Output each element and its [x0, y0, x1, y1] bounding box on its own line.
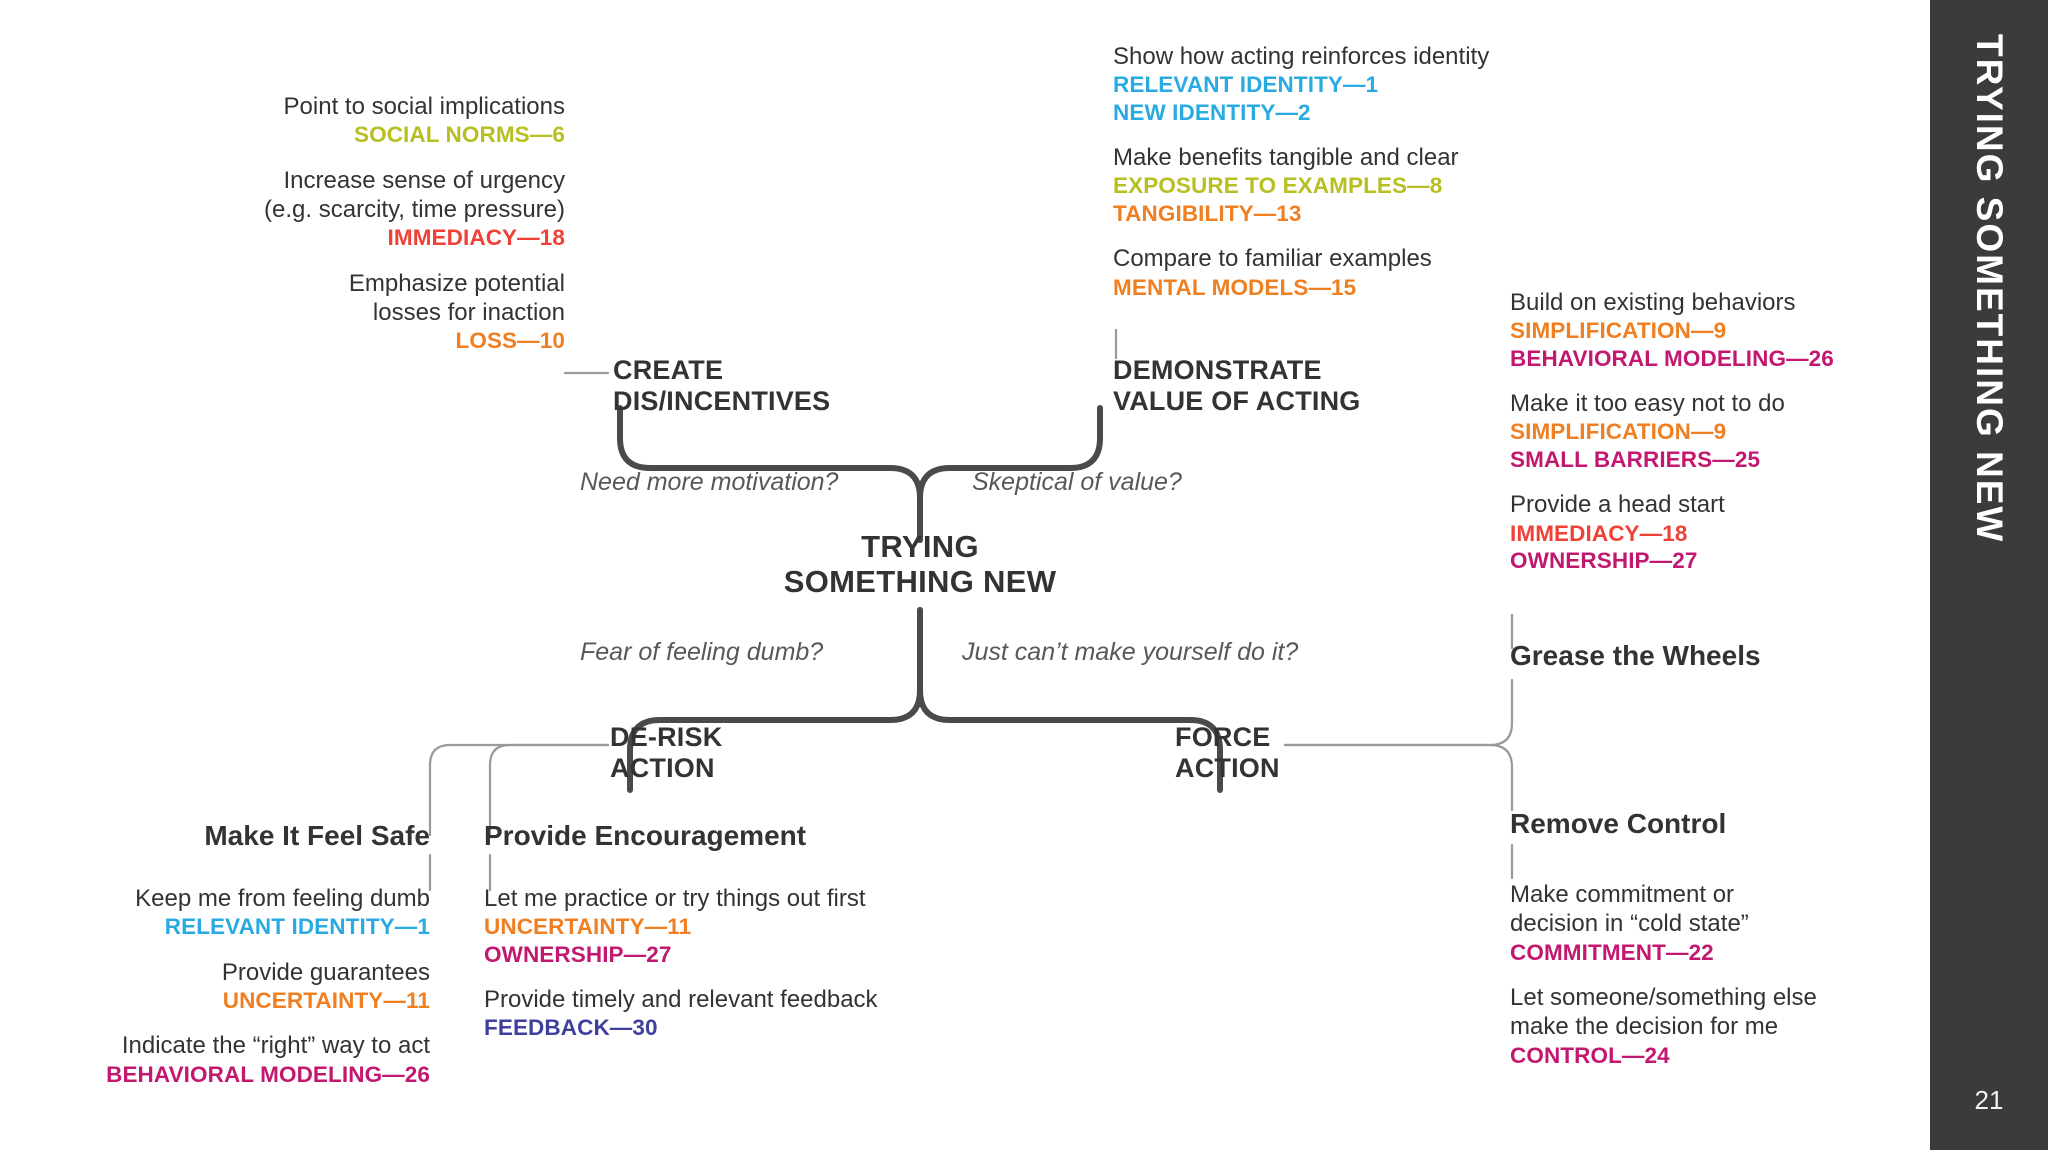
subgroup-provide-encouragement: Provide Encouragement Let me practice or… [484, 820, 1004, 1042]
item-tag: NEW IDENTITY—2 [1113, 99, 1311, 125]
branch-create-dis-incentives-title[interactable]: CREATE DIS/INCENTIVES [613, 355, 933, 417]
branch-title-line2: ACTION [1175, 753, 1280, 784]
side-rail-title: TRYING SOMETHING NEW [1969, 34, 2010, 544]
question-fear-of-feeling-dumb: Fear of feeling dumb? [580, 638, 824, 666]
item-description: Make it too easy not to do [1510, 390, 1785, 418]
branch-title-line1: DEMONSTRATE [1113, 355, 1322, 385]
question-just-cant-make-yourself-do-it: Just can’t make yourself do it? [962, 638, 1299, 666]
branch-title-line1: FORCE [1175, 722, 1271, 752]
item-tag: SMALL BARRIERS—25 [1510, 446, 1761, 472]
item-description: Let me practice or try things out first [484, 885, 866, 912]
item-description: Show how acting reinforces identity [1113, 43, 1490, 70]
list-item: Emphasize potential losses for inaction … [120, 269, 565, 355]
item-description: Indicate the “right” way to act [121, 1032, 430, 1060]
item-description: Provide timely and relevant feedback [484, 986, 878, 1014]
item-tag: MENTAL MODELS—15 [1113, 274, 1357, 300]
item-tag: BEHAVIORAL MODELING—26 [106, 1061, 430, 1087]
branch-title-line2: DIS/INCENTIVES [613, 386, 831, 417]
item-description: Compare to familiar examples [1113, 245, 1432, 273]
side-rail: TRYING SOMETHING NEW 21 [1930, 0, 2048, 1150]
page-number: 21 [1974, 1085, 2004, 1115]
list-item: Show how acting reinforces identity RELE… [1113, 42, 1583, 126]
branch-demonstrate-value-title[interactable]: DEMONSTRATE VALUE OF ACTING [1113, 355, 1453, 417]
item-tag: UNCERTAINTY—11 [222, 987, 430, 1013]
branch-title-line2: ACTION [610, 753, 715, 784]
item-tag: RELEVANT IDENTITY—1 [1113, 72, 1379, 98]
side-rail-title-wrap: TRYING SOMETHING NEW [1930, 0, 2048, 1000]
group-create-dis-incentives-items: Point to social implications SOCIAL NORM… [120, 92, 565, 355]
item-tag: LOSS—10 [455, 328, 565, 354]
subgroup-heading: Provide Encouragement [484, 820, 807, 851]
item-description: Keep me from feeling dumb [135, 885, 430, 912]
hub-title-line1: TRYING [861, 529, 979, 564]
item-description: Make benefits tangible and clear [1113, 144, 1459, 172]
list-item: Increase sense of urgency (e.g. scarcity… [120, 166, 565, 252]
list-item: Provide timely and relevant feedback FEE… [484, 985, 1004, 1042]
list-item: Provide a head start IMMEDIACY—18 OWNERS… [1510, 490, 1910, 574]
hub-title-line2: SOMETHING NEW [783, 563, 1057, 599]
subgroup-grease-the-wheels: Build on existing behaviors SIMPLIFICATI… [1510, 288, 1910, 574]
question-need-more-motivation: Need more motivation? [580, 468, 839, 496]
item-tag: IMMEDIACY—18 [1510, 520, 1688, 546]
item-description: Provide guarantees [221, 958, 430, 986]
list-item: Indicate the “right” way to act BEHAVIOR… [60, 1031, 430, 1088]
branch-force-action-title[interactable]: FORCE ACTION [1175, 722, 1435, 784]
list-item: Make benefits tangible and clear EXPOSUR… [1113, 143, 1583, 227]
item-description: Increase sense of urgency (e.g. scarcity… [264, 166, 565, 223]
list-item: Make it too easy not to do SIMPLIFICATIO… [1510, 389, 1910, 473]
item-description: Point to social implications [283, 93, 565, 120]
branch-de-risk-action-title[interactable]: DE-RISK ACTION [610, 722, 910, 784]
branch-title-line2: VALUE OF ACTING [1113, 386, 1361, 417]
item-description: Make commitment or decision in “cold sta… [1510, 881, 1749, 938]
item-tag: SIMPLIFICATION—9 [1510, 419, 1727, 445]
item-description: Provide a head start [1510, 491, 1725, 519]
subgroup-heading-grease-the-wheels: Grease the Wheels [1510, 640, 1761, 671]
list-item: Point to social implications SOCIAL NORM… [120, 92, 565, 149]
list-item: Let me practice or try things out first … [484, 884, 1004, 968]
group-demonstrate-value-items: Show how acting reinforces identity RELE… [1113, 42, 1583, 301]
item-description: Emphasize potential losses for inaction [348, 269, 565, 326]
item-tag: FEEDBACK—30 [484, 1015, 658, 1041]
list-item: Let someone/something else make the deci… [1510, 983, 1910, 1069]
item-tag: EXPOSURE TO EXAMPLES—8 [1113, 173, 1443, 199]
item-tag: SIMPLIFICATION—9 [1510, 318, 1727, 344]
branch-title-line1: DE-RISK [610, 722, 723, 752]
list-item: Provide guarantees UNCERTAINTY—11 [60, 958, 430, 1015]
item-tag: IMMEDIACY—18 [387, 225, 565, 251]
item-tag: UNCERTAINTY—11 [484, 914, 692, 940]
list-item: Make commitment or decision in “cold sta… [1510, 880, 1910, 966]
item-description: Build on existing behaviors [1510, 289, 1796, 316]
item-tag: BEHAVIORAL MODELING—26 [1510, 345, 1834, 371]
subgroup-heading: Make It Feel Safe [204, 820, 430, 851]
item-tag: SOCIAL NORMS—6 [353, 122, 565, 148]
item-tag: OWNERSHIP—27 [1510, 547, 1698, 573]
item-tag: COMMITMENT—22 [1510, 939, 1714, 965]
item-tag: TANGIBILITY—13 [1113, 200, 1302, 226]
item-description: Let someone/something else make the deci… [1510, 983, 1817, 1041]
item-tag: RELEVANT IDENTITY—1 [164, 914, 430, 940]
subgroup-heading-remove-control: Remove Control [1510, 808, 1727, 839]
subgroup-make-it-feel-safe: Make It Feel Safe Keep me from feeling d… [60, 820, 430, 1088]
hub-title: TRYING SOMETHING NEW [700, 529, 1140, 599]
list-item: Build on existing behaviors SIMPLIFICATI… [1510, 288, 1910, 372]
branch-title-line1: CREATE [613, 355, 724, 385]
item-tag: OWNERSHIP—27 [484, 941, 672, 967]
list-item: Keep me from feeling dumb RELEVANT IDENT… [60, 884, 430, 941]
question-skeptical-of-value: Skeptical of value? [972, 468, 1182, 496]
list-item: Compare to familiar examples MENTAL MODE… [1113, 244, 1583, 301]
item-tag: CONTROL—24 [1510, 1042, 1670, 1068]
subgroup-remove-control-items: Make commitment or decision in “cold sta… [1510, 880, 1910, 1069]
